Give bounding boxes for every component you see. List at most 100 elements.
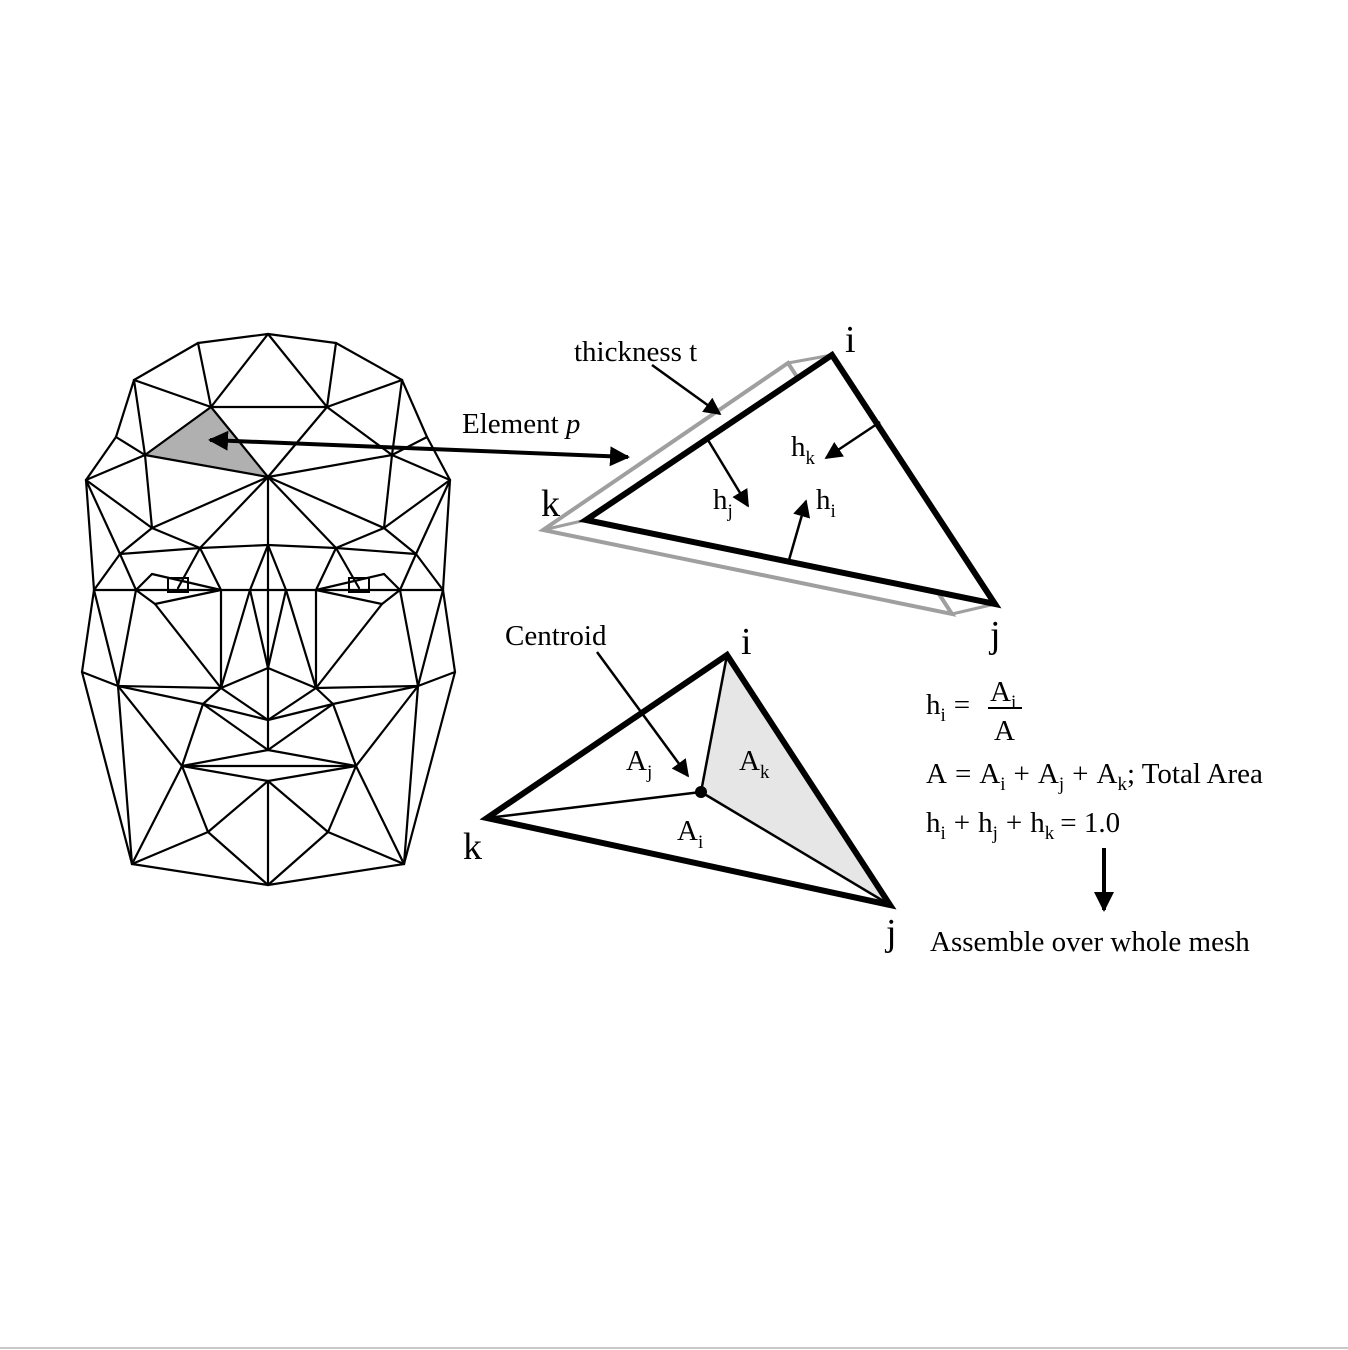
mesh-edge [118, 546, 202, 556]
mesh-edge [150, 572, 223, 592]
hk-arrow [824, 420, 881, 460]
mesh-edge [326, 830, 406, 866]
mesh-edge [326, 764, 358, 834]
mesh-edge [414, 478, 452, 556]
eq1-denominator: A [994, 715, 1015, 747]
mesh-edge [266, 543, 338, 550]
mesh-edge [180, 702, 205, 768]
element-triangle [578, 350, 1002, 609]
mesh-edge [196, 332, 270, 345]
thickness-label: thickness t [574, 336, 697, 368]
centroid-pointer [595, 651, 690, 778]
mesh-edge [80, 670, 134, 866]
mesh-edge [266, 686, 318, 722]
element-3d [537, 350, 1002, 617]
subarea-ak [701, 655, 890, 905]
eq3: hi+hj+hk= 1.0 [926, 807, 1120, 844]
mesh-edge [116, 684, 223, 690]
mesh-edge [134, 588, 157, 606]
vertex-k-top: k [541, 483, 560, 525]
area-triangle-outline [479, 650, 897, 910]
mesh-edge [180, 764, 270, 783]
mesh-edge [114, 378, 136, 439]
mesh-edge [266, 588, 288, 670]
mesh-edge [331, 702, 358, 768]
eq1-lhs: hi= [926, 689, 970, 726]
thickness-pointer [651, 363, 722, 416]
mesh-edge [118, 552, 138, 592]
mesh-edge [266, 764, 358, 783]
mesh-edge [266, 475, 338, 550]
mesh-edge [266, 702, 335, 752]
mesh-edge [266, 779, 330, 834]
mesh-edge [266, 543, 288, 592]
mesh-edge [84, 453, 147, 482]
hi-arrow [787, 499, 811, 561]
mesh-edge [425, 435, 452, 482]
element-p-label: Element p [462, 408, 580, 440]
mesh-edge [441, 478, 452, 592]
mesh-edge [84, 478, 154, 530]
mesh-edge [266, 332, 338, 345]
centroid-label: Centroid [505, 620, 607, 652]
mesh-edge [398, 588, 420, 688]
mesh-edge [390, 378, 404, 457]
vertex-i-bottom: i [741, 621, 752, 663]
left-eye-marker [167, 577, 189, 593]
mesh-edge [132, 378, 213, 409]
mesh-edge [143, 405, 213, 457]
mesh-edge [198, 475, 270, 550]
mesh-edge [402, 670, 457, 866]
mesh-edge [334, 546, 418, 556]
right-eye-marker [348, 577, 370, 593]
face-mesh [80, 332, 457, 887]
vertex-j-bottom: j [884, 912, 897, 954]
mesh-edge [130, 764, 184, 866]
mesh-edge [132, 341, 200, 382]
mesh-edge [196, 341, 213, 409]
aj-label: Aj [626, 745, 652, 783]
mesh-edge [180, 764, 210, 834]
eq1-numerator: Ai [990, 676, 1016, 713]
mesh-edge [201, 702, 270, 752]
mesh-edge [398, 552, 418, 592]
mesh-edge [209, 332, 270, 409]
mesh-edge [314, 602, 384, 690]
mesh-edge [266, 332, 329, 409]
element-p-arrow [208, 430, 630, 467]
hj-arrow [706, 439, 750, 508]
mesh-edge [266, 748, 358, 768]
mesh-edge [314, 546, 338, 592]
mesh-edge [382, 453, 394, 530]
mesh-edge [382, 478, 452, 530]
equations: hi= Ai A A=Ai+Aj+Ak; Total Area hi+hj+hk… [926, 676, 1263, 958]
mesh-edge [114, 435, 147, 457]
mesh-edge [134, 572, 154, 592]
mesh-edge [198, 543, 270, 550]
mesh-edge [266, 862, 406, 887]
area-triangle [479, 650, 897, 910]
mesh-edge [198, 546, 223, 592]
mesh-edge [334, 546, 361, 590]
mesh-edge [248, 543, 270, 592]
mesh-edge [206, 830, 270, 887]
hi-label: hi [816, 484, 836, 522]
mesh-edge [150, 475, 270, 530]
vertex-k-bottom: k [463, 826, 482, 868]
mesh-edge [130, 830, 210, 866]
mesh-edge [153, 588, 223, 606]
mesh-edge [150, 526, 202, 550]
mesh-edge [153, 602, 223, 690]
mesh-edge [284, 588, 318, 690]
mesh-edge [92, 588, 120, 688]
mesh-edge [400, 378, 429, 439]
mesh-edge [382, 526, 418, 556]
eq2: A=Ai+Aj+Ak; Total Area [926, 758, 1263, 795]
mesh-edge [116, 684, 184, 768]
mesh-edge [416, 588, 445, 688]
mesh-edge [84, 478, 122, 556]
mesh-edge [130, 862, 270, 887]
mesh-edge [116, 588, 138, 688]
mesh-edge [334, 526, 386, 550]
mesh-edge [331, 684, 420, 706]
